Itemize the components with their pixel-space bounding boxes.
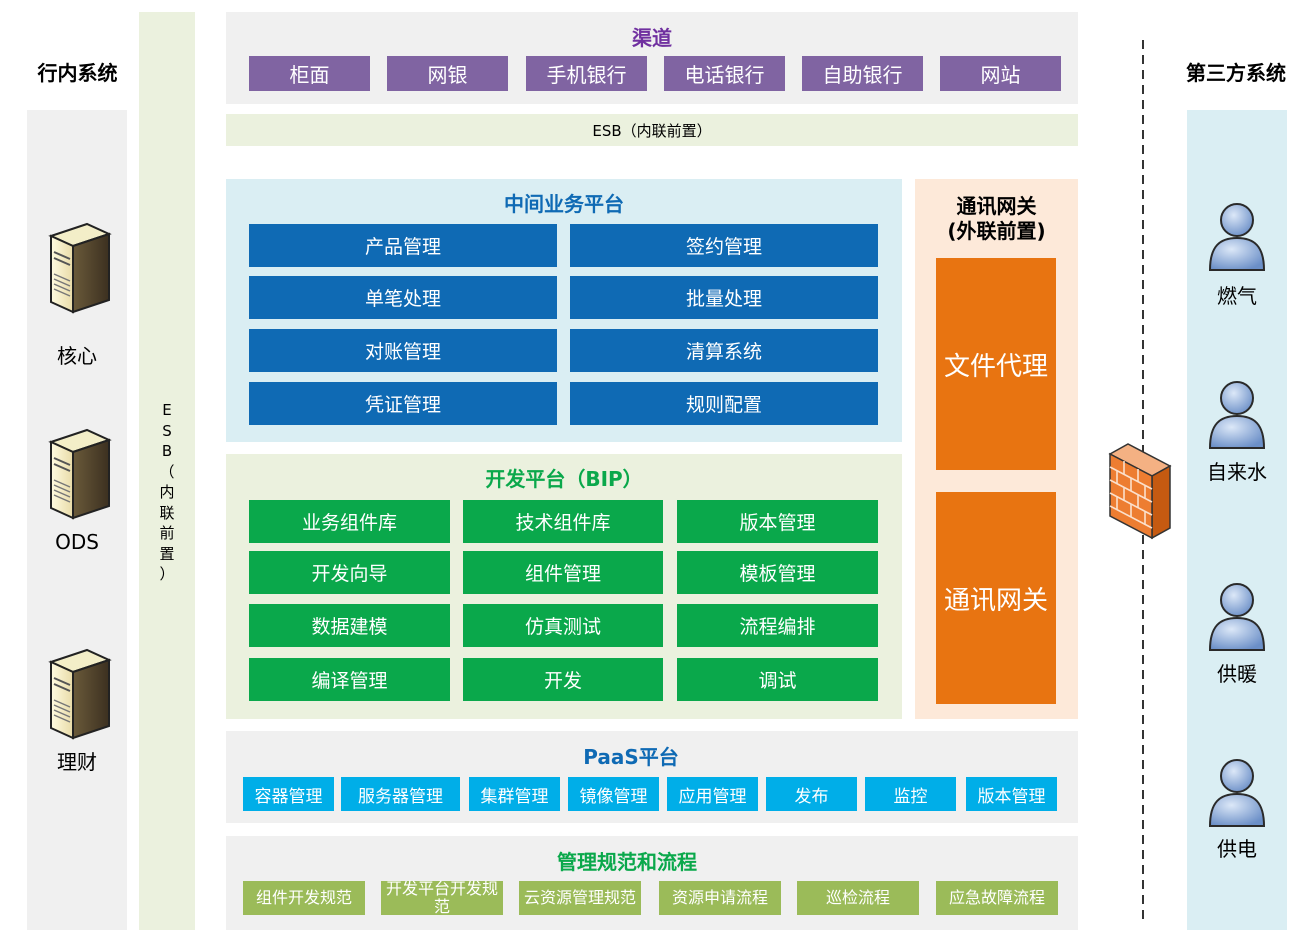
paas-item: 镜像管理 [568, 777, 659, 811]
mgmt-title: 管理规范和流程 [557, 849, 697, 874]
channel-self-service: 自助银行 [802, 56, 923, 91]
esb-char: （ [159, 462, 175, 481]
bip-item: 业务组件库 [249, 500, 450, 543]
comm-gateway-box: 通讯网关 [936, 492, 1056, 704]
firewall-icon [1108, 443, 1172, 540]
bip-item: 开发向导 [249, 551, 450, 594]
bip-item: 模板管理 [677, 551, 878, 594]
channel-mobile: 手机银行 [526, 56, 647, 91]
bip-item: 流程编排 [677, 604, 878, 647]
bip-item: 开发 [463, 658, 663, 701]
middle-item: 签约管理 [570, 224, 878, 267]
mgmt-item: 组件开发规范 [243, 881, 365, 915]
esb-vertical-label: E S B （ 内 联 前 置 ） [139, 400, 195, 585]
esb-char: S [162, 421, 172, 440]
mgmt-item: 开发平台开发规范 [381, 880, 503, 916]
mgmt-item: 资源申请流程 [659, 881, 781, 915]
middle-item: 清算系统 [570, 329, 878, 372]
middle-platform-title: 中间业务平台 [504, 191, 624, 216]
bip-item: 调试 [677, 658, 878, 701]
gateway-title-line1: 通讯网关 [956, 194, 1037, 218]
person-icon [1206, 754, 1268, 828]
system-label-ods: ODS [55, 530, 99, 554]
third-party-water: 自来水 [1207, 459, 1267, 484]
bip-title: 开发平台（BIP） [485, 466, 643, 491]
third-party-power: 供电 [1217, 836, 1257, 861]
system-label-core: 核心 [57, 343, 97, 368]
bip-item: 技术组件库 [463, 500, 663, 543]
esb-char: 联 [159, 503, 175, 522]
esb-char: 内 [159, 483, 175, 501]
esb-horizontal-bar: ESB（内联前置） [226, 114, 1078, 146]
middle-item: 产品管理 [249, 224, 557, 267]
server-icon [43, 648, 113, 740]
channel-phone: 电话银行 [664, 56, 785, 91]
esb-char: ） [159, 565, 175, 583]
person-icon [1206, 376, 1268, 450]
gateway-title: 通讯网关 (外联前置) [915, 194, 1078, 244]
paas-item: 容器管理 [243, 777, 334, 811]
paas-item: 发布 [766, 777, 857, 811]
paas-item: 服务器管理 [341, 777, 460, 811]
paas-item: 应用管理 [667, 777, 758, 811]
gateway-title-line2: (外联前置) [947, 219, 1046, 243]
bip-item: 组件管理 [463, 551, 663, 594]
paas-item: 监控 [865, 777, 956, 811]
mgmt-item: 巡检流程 [797, 881, 919, 915]
bip-item: 仿真测试 [463, 604, 663, 647]
channels-title: 渠道 [632, 25, 672, 50]
middle-item: 规则配置 [570, 382, 878, 425]
esb-char: 前 [159, 524, 175, 542]
paas-item: 集群管理 [469, 777, 560, 811]
paas-title: PaaS平台 [583, 744, 679, 769]
mgmt-item: 云资源管理规范 [519, 881, 641, 915]
paas-item: 版本管理 [966, 777, 1057, 811]
channel-counter: 柜面 [249, 56, 370, 91]
right-title: 第三方系统 [1186, 60, 1286, 85]
bip-item: 数据建模 [249, 604, 450, 647]
middle-item: 批量处理 [570, 276, 878, 319]
esb-char: 置 [159, 544, 175, 563]
third-party-heating: 供暖 [1217, 661, 1257, 686]
middle-item: 对账管理 [249, 329, 557, 372]
server-icon [43, 428, 113, 520]
file-proxy-box: 文件代理 [936, 258, 1056, 470]
person-icon [1206, 578, 1268, 652]
channel-website: 网站 [940, 56, 1061, 91]
middle-item: 凭证管理 [249, 382, 557, 425]
esb-char: E [162, 401, 172, 419]
third-party-gas: 燃气 [1217, 283, 1257, 308]
middle-item: 单笔处理 [249, 276, 557, 319]
bip-item: 编译管理 [249, 658, 450, 701]
esb-char: B [161, 442, 173, 460]
server-icon [43, 222, 113, 314]
bip-item: 版本管理 [677, 500, 878, 543]
mgmt-item: 应急故障流程 [936, 881, 1058, 915]
esb-vertical-bar [139, 12, 195, 930]
person-icon [1206, 198, 1268, 272]
system-label-wealth: 理财 [57, 749, 97, 774]
left-title: 行内系统 [37, 60, 118, 85]
channel-ebank: 网银 [387, 56, 508, 91]
